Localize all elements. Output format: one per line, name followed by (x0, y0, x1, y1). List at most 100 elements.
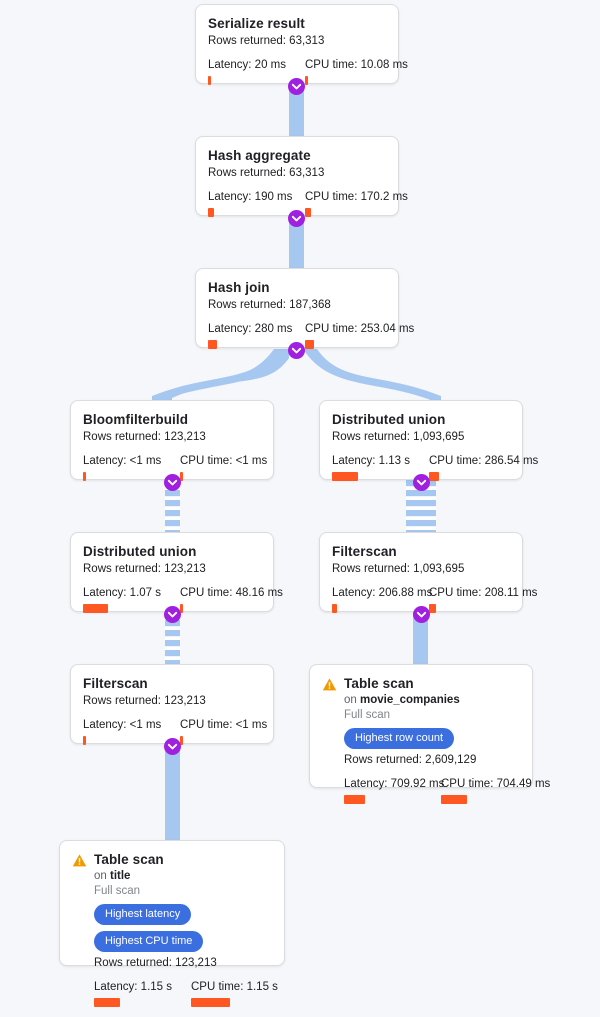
expand-badge-hash-aggregate[interactable] (288, 210, 305, 232)
latency-label: Latency: 1.07 s (83, 587, 161, 599)
node-badges: Highest latency Highest CPU time (94, 904, 272, 952)
expand-badge-serialize-result[interactable] (288, 78, 305, 100)
latency-metric: Latency: 190 ms (208, 190, 305, 217)
node-table-subtitle: on title (94, 869, 272, 884)
node-rows-returned: Rows returned: 1,093,695 (332, 563, 465, 575)
latency-metric: Latency: <1 ms (83, 718, 180, 745)
expand-badge-bloomfilterbuild[interactable] (164, 474, 181, 496)
expand-badge-filterscan-left[interactable] (164, 738, 181, 760)
node-rows-returned: Rows returned: 63,313 (208, 35, 325, 47)
cpu-label: CPU time: 1.15 s (191, 981, 278, 993)
node-rows-returned: Rows returned: 123,213 (94, 957, 217, 969)
latency-bar (332, 472, 358, 481)
cpu-bar (180, 604, 183, 613)
chevron-down-icon (288, 210, 305, 227)
latency-bar (208, 208, 214, 217)
latency-label: Latency: 709.92 ms (344, 778, 445, 790)
plan-node-distributed-union-right[interactable]: Distributed union Rows returned: 1,093,6… (319, 400, 539, 481)
node-header: Table scan on title Full scan Highest la… (72, 851, 278, 1007)
latency-label: Latency: 1.15 s (94, 981, 172, 993)
chevron-down-icon (288, 342, 305, 359)
chevron-down-icon (413, 474, 430, 491)
node-metrics: Latency: 206.88 ms CPU time: 208.11 ms (332, 586, 537, 613)
cpu-label: CPU time: 208.11 ms (429, 587, 538, 599)
warning-triangle-icon (322, 678, 337, 691)
node-title: Table scan (344, 676, 414, 691)
plan-node-hash-aggregate[interactable]: Hash aggregate Rows returned: 63,313 Lat… (195, 136, 408, 217)
latency-label: Latency: 20 ms (208, 59, 286, 71)
cpu-label: CPU time: 253.04 ms (305, 323, 415, 335)
cpu-label: CPU time: 286.54 ms (429, 455, 539, 467)
node-header: Filterscan (83, 675, 261, 692)
expand-badge-hash-join[interactable] (288, 342, 305, 364)
latency-label: Latency: <1 ms (83, 455, 162, 467)
cpu-bar (180, 472, 183, 481)
table-name: title (110, 870, 131, 882)
node-title: Hash aggregate (208, 148, 311, 163)
node-metrics: Latency: 280 ms CPU time: 253.04 ms (208, 322, 414, 349)
node-header: Bloomfilterbuild (83, 411, 261, 428)
latency-metric: Latency: 206.88 ms (332, 586, 433, 613)
node-title: Serialize result (208, 16, 305, 31)
badge-highest-latency: Highest latency (94, 904, 192, 925)
cpu-metric: CPU time: <1 ms (180, 718, 277, 745)
latency-bar (208, 340, 217, 349)
node-title: Filterscan (332, 544, 397, 559)
cpu-metric: CPU time: 286.54 ms (429, 454, 539, 481)
scan-type: Full scan (94, 885, 141, 897)
badge-highest-row-count: Highest row count (344, 728, 455, 749)
expand-badge-distributed-union-right[interactable] (413, 474, 430, 496)
latency-bar (344, 795, 365, 804)
plan-node-filterscan-left[interactable]: Filterscan Rows returned: 123,213 Latenc… (70, 664, 274, 745)
expand-badge-filterscan-right[interactable] (413, 606, 430, 628)
latency-bar (83, 472, 86, 481)
expand-badge-distributed-union-left[interactable] (164, 606, 181, 628)
plan-node-hash-join[interactable]: Hash join Rows returned: 187,368 Latency… (195, 268, 414, 349)
latency-bar (83, 736, 86, 745)
edge-hashjoin-to-bloomfilterbuild (152, 349, 289, 404)
plan-node-filterscan-right[interactable]: Filterscan Rows returned: 1,093,695 Late… (319, 532, 537, 613)
cpu-label: CPU time: 48.16 ms (180, 587, 283, 599)
node-rows-returned: Rows returned: 123,213 (83, 563, 206, 575)
node-rows-returned: Rows returned: 187,368 (208, 299, 331, 311)
cpu-metric: CPU time: 704.49 ms (441, 777, 550, 804)
plan-node-bloomfilterbuild[interactable]: Bloomfilterbuild Rows returned: 123,213 … (70, 400, 274, 481)
cpu-bar (305, 76, 308, 85)
plan-node-serialize-result[interactable]: Serialize result Rows returned: 63,313 L… (195, 4, 408, 85)
node-title: Distributed union (83, 544, 197, 559)
node-metrics: Latency: 1.07 s CPU time: 48.16 ms (83, 586, 283, 613)
latency-metric: Latency: <1 ms (83, 454, 180, 481)
latency-bar (94, 998, 120, 1007)
warning-triangle-icon (72, 854, 87, 867)
latency-metric: Latency: 709.92 ms (344, 777, 445, 804)
plan-node-table-scan-title[interactable]: Table scan on title Full scan Highest la… (59, 840, 285, 1007)
cpu-label: CPU time: <1 ms (180, 455, 268, 467)
node-title: Table scan (94, 852, 164, 867)
latency-label: Latency: 206.88 ms (332, 587, 433, 599)
cpu-metric: CPU time: 208.11 ms (429, 586, 538, 613)
badge-highest-cpu-time: Highest CPU time (94, 931, 204, 952)
edge-hashjoin-to-bloomfilterbuild-fill (152, 349, 290, 404)
cpu-metric: CPU time: 10.08 ms (305, 58, 408, 85)
scan-type: Full scan (344, 709, 391, 721)
plan-node-distributed-union-left[interactable]: Distributed union Rows returned: 123,213… (70, 532, 283, 613)
table-name: movie_companies (360, 694, 460, 706)
cpu-metric: CPU time: 170.2 ms (305, 190, 408, 217)
cpu-bar (441, 795, 467, 804)
cpu-bar (191, 998, 230, 1007)
cpu-metric: CPU time: 253.04 ms (305, 322, 415, 349)
node-metrics: Latency: <1 ms CPU time: <1 ms (83, 718, 267, 745)
chevron-down-icon (413, 606, 430, 623)
edge-hashjoin-to-distributedunion (303, 349, 441, 404)
latency-metric: Latency: 1.07 s (83, 586, 180, 613)
node-rows-returned: Rows returned: 123,213 (83, 695, 206, 707)
latency-bar (332, 604, 337, 613)
node-title: Filterscan (83, 676, 148, 691)
plan-node-table-scan-movie-companies[interactable]: Table scan on movie_companies Full scan … (309, 664, 550, 804)
cpu-bar (429, 604, 436, 613)
cpu-bar (429, 472, 439, 481)
node-header: Distributed union (332, 411, 510, 428)
node-header: Table scan on movie_companies Full scan … (322, 675, 550, 804)
cpu-bar (305, 208, 311, 217)
